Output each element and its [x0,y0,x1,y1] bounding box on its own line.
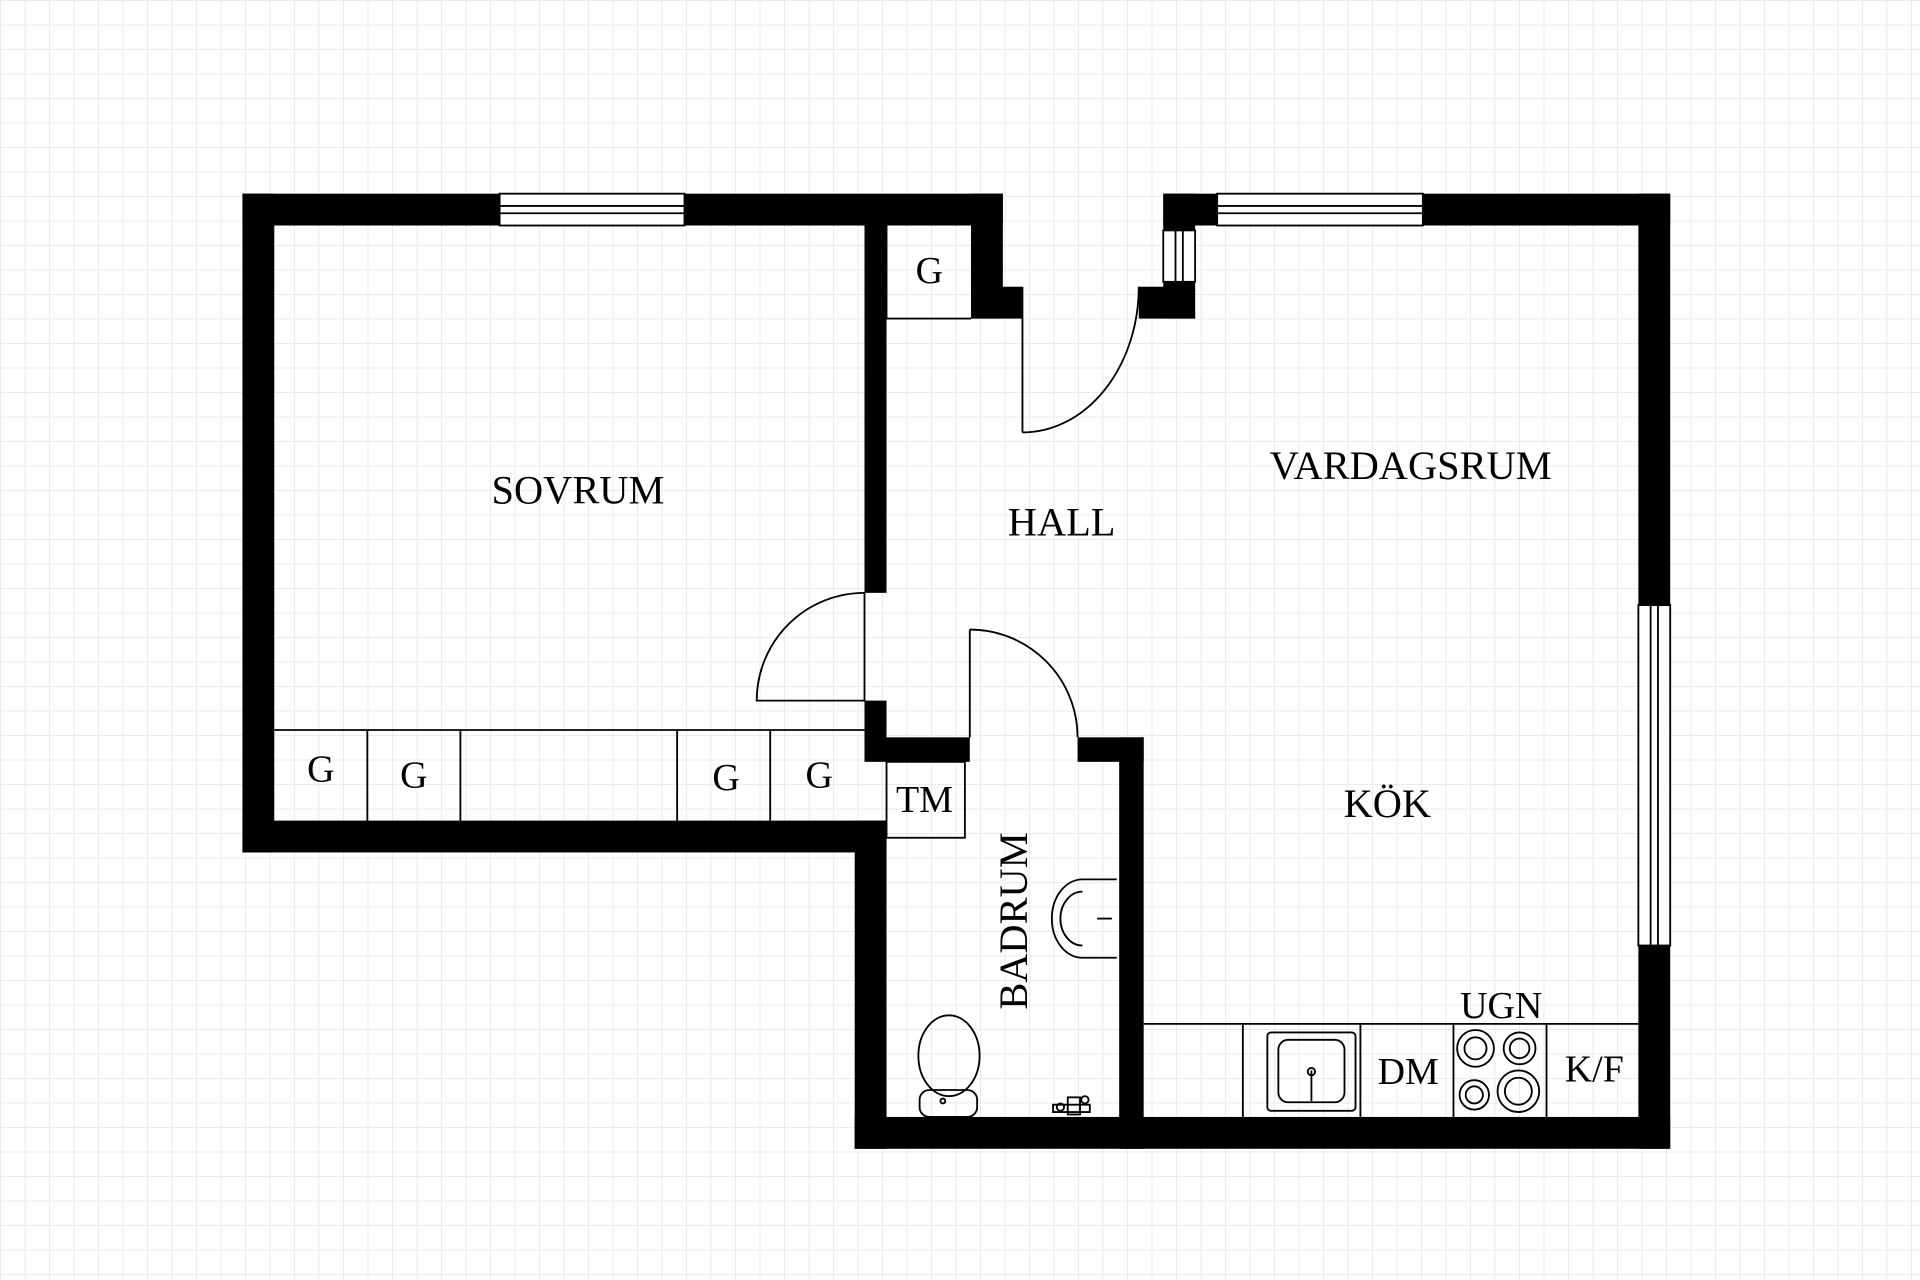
kitchen-sink [1266,1031,1357,1112]
window-entrance [1162,229,1197,283]
wall-bottom [854,1116,1671,1149]
burner-top-left [1456,1029,1495,1068]
wall-living-top-left [1163,193,1218,226]
windows [498,192,1672,947]
room-label-sovrum: SOVRUM [492,467,665,512]
burner-bottom-left [1458,1079,1490,1111]
bathroom-sink [1050,878,1117,959]
wall-bedroom-top-right [684,193,1003,226]
room-label-badrum: BADRUM [991,832,1036,1009]
closet-label-bedroom-3: G [712,757,739,799]
door-bathroom [968,628,1079,738]
doors [755,286,1140,738]
wall-bathroom-right [1119,737,1144,1149]
wall-entrance-left-stub [971,286,1023,319]
fixture-label-dm: DM [1378,1051,1439,1093]
wall-bedroom-bottom [242,820,887,853]
wall-living-top-right [1422,193,1671,226]
cabinets [274,225,1639,1117]
room-label-hall: HALL [1008,499,1116,544]
wall-living-right-lower [1638,945,1671,1149]
shower-faucet-icon [1052,1095,1091,1116]
closet-label-bedroom-4: G [805,755,832,797]
walls [242,193,1671,1149]
fixture-label-ugn: UGN [1460,985,1542,1027]
window-kitchen [1637,604,1672,947]
wall-bathroom-left [854,820,887,1149]
closet-label-bedroom-1: G [307,748,334,790]
door-bedroom [755,591,866,702]
toilet [917,1014,981,1118]
wall-entrance-right-post-lower [1163,281,1196,319]
wall-bedroom-left [242,193,275,853]
wall-living-right-upper [1638,193,1671,606]
closet-label-hall: G [916,250,943,292]
burner-bottom-right [1496,1069,1541,1113]
closet-label-bedroom-2: G [400,755,427,797]
wall-bedroom-top-left [242,193,500,226]
wall-partition-upper [864,225,887,593]
door-entrance [1021,286,1140,434]
fixture-label-tm: TM [896,779,953,821]
burner-top-right [1502,1031,1537,1066]
window-bedroom [498,192,686,227]
stove-burners [1456,1029,1541,1113]
window-living [1216,192,1424,227]
wall-bathroom-top-left [864,737,970,762]
wall-partition-lower [864,700,887,745]
room-label-vardagsrum: VARDAGSRUM [1270,443,1552,488]
fixture-label-kf: K/F [1565,1048,1624,1090]
room-label-kok: KÖK [1344,781,1432,826]
